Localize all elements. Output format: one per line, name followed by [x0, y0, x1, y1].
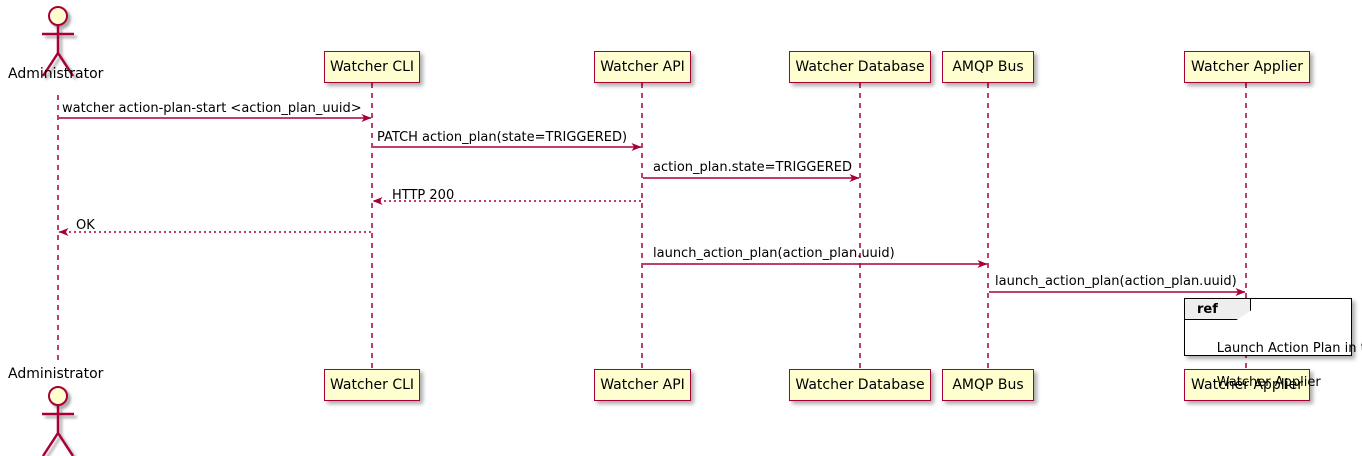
actor-figure-top-administrator: [41, 6, 75, 77]
message-label-3: action_plan.state=TRIGGERED: [653, 160, 852, 175]
message-label-4: HTTP 200: [392, 188, 455, 203]
ref-body-line-1: Launch Action Plan in the: [1216, 341, 1362, 356]
participant-bottom-amqp-bus[interactable]: AMQP Bus: [942, 369, 1034, 401]
participant-bottom-watcher-applier[interactable]: Watcher Applier: [1184, 369, 1310, 401]
participant-top-watcher-api[interactable]: Watcher API: [594, 51, 691, 83]
ref-body-text: Launch Action Plan in the Watcher Applie…: [1192, 323, 1362, 408]
actor-figure-bottom-administrator: [41, 386, 75, 456]
participant-top-watcher-database[interactable]: Watcher Database: [789, 51, 931, 83]
participant-top-watcher-cli[interactable]: Watcher CLI: [324, 51, 420, 83]
message-label-7: launch_action_plan(action_plan.uuid): [995, 274, 1237, 289]
actor-label-top-administrator: Administrator: [8, 66, 104, 82]
message-arrows-group: [58, 114, 1246, 296]
participant-bottom-watcher-database[interactable]: Watcher Database: [789, 369, 931, 401]
actor-label-bottom-administrator: Administrator: [8, 366, 104, 382]
participant-top-amqp-bus[interactable]: AMQP Bus: [942, 51, 1034, 83]
actor-figures-group: [41, 6, 75, 456]
ref-tab-label: ref: [1185, 299, 1251, 320]
ref-body-line-2: Watcher Applier: [1216, 375, 1321, 390]
message-label-5: OK: [76, 218, 95, 233]
participant-bottom-watcher-cli[interactable]: Watcher CLI: [324, 369, 420, 401]
message-label-1: watcher action-plan-start <action_plan_u…: [62, 101, 362, 116]
participant-top-watcher-applier[interactable]: Watcher Applier: [1184, 51, 1310, 83]
message-label-2: PATCH action_plan(state=TRIGGERED): [377, 130, 628, 145]
message-label-6: launch_action_plan(action_plan.uuid): [653, 246, 895, 261]
ref-fragment: ref Launch Action Plan in the Watcher Ap…: [1184, 298, 1362, 390]
participant-bottom-watcher-api[interactable]: Watcher API: [594, 369, 691, 401]
lifelines-group: [57, 83, 1247, 369]
